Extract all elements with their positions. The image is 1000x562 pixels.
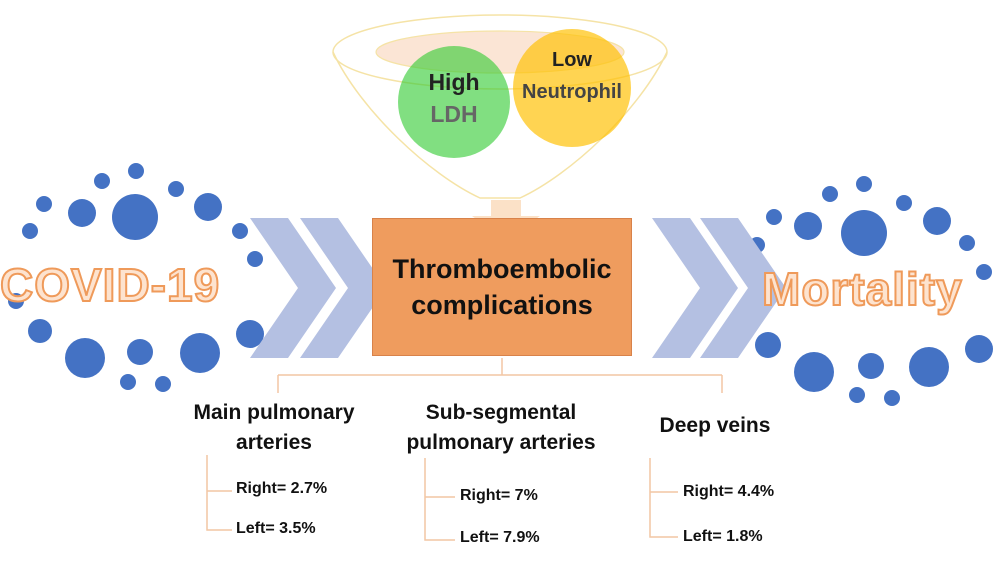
dot bbox=[8, 293, 24, 309]
dot bbox=[841, 210, 887, 256]
dot bbox=[68, 199, 96, 227]
branch-2-left-value: Left= 7.9% bbox=[460, 529, 540, 546]
dot bbox=[755, 332, 781, 358]
dot bbox=[976, 264, 992, 280]
branch-title-line-2: pulmonary arteries bbox=[406, 431, 596, 454]
dot bbox=[127, 339, 153, 365]
branch-1-right-value: Right= 2.7% bbox=[236, 480, 328, 497]
branch-1-tree bbox=[206, 455, 232, 531]
dot bbox=[923, 207, 951, 235]
branch-3-left-value: Left= 1.8% bbox=[683, 528, 763, 545]
branch-title-line-1: Deep veins bbox=[659, 414, 771, 437]
dot bbox=[896, 195, 912, 211]
right-chevron-arrow bbox=[652, 218, 786, 358]
dot bbox=[794, 212, 822, 240]
dot bbox=[128, 163, 144, 179]
branch-title-line-1: Sub-segmental bbox=[425, 401, 577, 424]
dot bbox=[794, 352, 834, 392]
chevron bbox=[250, 218, 336, 358]
branch-deep-veins-title: Deep veins bbox=[640, 411, 790, 441]
dot bbox=[94, 173, 110, 189]
circle-high-label: High LDH bbox=[404, 66, 504, 130]
dot bbox=[884, 390, 900, 406]
chevron bbox=[700, 218, 786, 358]
branch-3-tree bbox=[649, 458, 678, 538]
branch-3-right-value: Right= 4.4% bbox=[683, 483, 775, 500]
dot bbox=[959, 235, 975, 251]
dot bbox=[822, 186, 838, 202]
branch-main-pulmonary-title: Main pulmonary arteries bbox=[176, 398, 372, 458]
left-dot-ring bbox=[8, 163, 264, 392]
circle-low-label: Low Neutrophil bbox=[511, 44, 633, 108]
ldh-text: LDH bbox=[430, 101, 478, 127]
dot bbox=[849, 387, 865, 403]
tree-connectors bbox=[206, 358, 723, 541]
branch-2-right-value: Right= 7% bbox=[460, 487, 538, 504]
dot bbox=[766, 209, 782, 225]
dot bbox=[120, 374, 136, 390]
dot bbox=[180, 333, 220, 373]
dot bbox=[28, 319, 52, 343]
thromboembolic-box: Thromboembolic complications bbox=[372, 218, 632, 356]
funnel-body bbox=[332, 51, 668, 199]
high-text: High bbox=[428, 69, 480, 95]
dot bbox=[856, 176, 872, 192]
center-box-text: Thromboembolic complications bbox=[392, 251, 611, 323]
left-chevron-arrow bbox=[250, 218, 386, 358]
center-box-line-2: complications bbox=[411, 290, 593, 320]
neutrophil-text: Neutrophil bbox=[522, 81, 622, 103]
center-box-line-1: Thromboembolic bbox=[392, 254, 612, 284]
branch-title-line-2: arteries bbox=[236, 431, 312, 454]
dot bbox=[247, 251, 263, 267]
dot bbox=[22, 223, 38, 239]
dot bbox=[36, 196, 52, 212]
dot bbox=[965, 335, 993, 363]
branch-2-tree bbox=[424, 458, 455, 541]
dot bbox=[232, 223, 248, 239]
branch-1-left-value: Left= 3.5% bbox=[236, 520, 316, 537]
dot bbox=[155, 376, 171, 392]
dot bbox=[168, 181, 184, 197]
circle-low-neutrophil bbox=[513, 29, 631, 147]
funnel bbox=[332, 14, 668, 240]
chevron bbox=[652, 218, 738, 358]
dot bbox=[65, 338, 105, 378]
chevron bbox=[300, 218, 386, 358]
circle-high-ldh bbox=[398, 46, 510, 158]
dot bbox=[112, 194, 158, 240]
branch-title-line-1: Main pulmonary bbox=[193, 401, 355, 424]
dot bbox=[194, 193, 222, 221]
low-text: Low bbox=[552, 49, 592, 71]
branch-sub-segmental-title: Sub-segmental pulmonary arteries bbox=[392, 398, 610, 458]
mortality-label: Mortality bbox=[761, 262, 963, 316]
dot bbox=[236, 320, 264, 348]
dot bbox=[909, 347, 949, 387]
covid-19-label: COVID-19 bbox=[0, 258, 221, 312]
dot bbox=[858, 353, 884, 379]
